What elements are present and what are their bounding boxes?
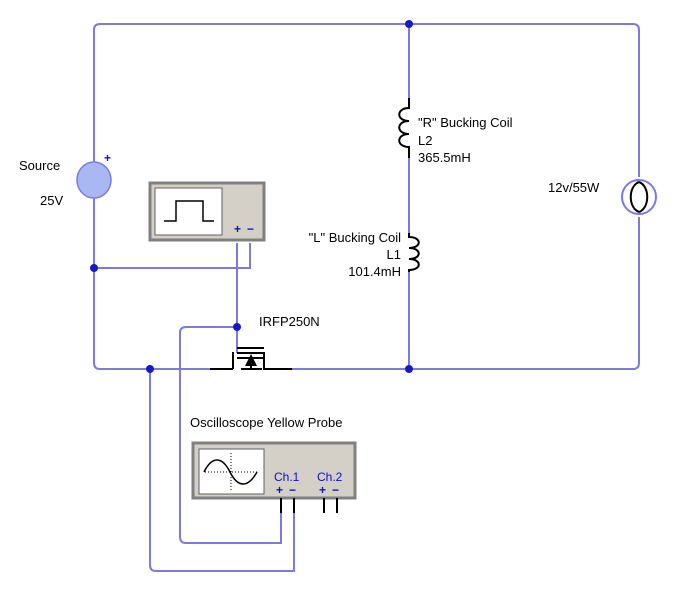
- coil-l-value: 101.4mH: [348, 264, 401, 279]
- mosfet-icon: [210, 347, 292, 370]
- lamp-label: 12v/55W: [548, 180, 600, 195]
- lamp[interactable]: 12v/55W: [548, 179, 657, 215]
- junction-dot-icon: [405, 20, 413, 28]
- source-name: Source: [19, 158, 60, 173]
- wire-scope-probe-plus: [179, 326, 282, 544]
- mosfet[interactable]: IRFP250N: [210, 314, 320, 370]
- source-polarity: +: [104, 151, 111, 165]
- wire-top-rail: [100, 23, 640, 31]
- coil-r-ref: L2: [418, 133, 432, 148]
- dc-source[interactable]: + Source 25V: [19, 143, 112, 208]
- scope-ch1-plus: +: [276, 483, 283, 497]
- scope-ch1-minus: −: [289, 483, 296, 497]
- junction-dot-icon: [146, 365, 154, 373]
- scope-ch2-label: Ch.2: [317, 470, 343, 484]
- square-wave-icon: [164, 200, 214, 222]
- wire-fg-minus: [94, 243, 251, 269]
- coil-l-ref: L1: [387, 247, 401, 262]
- scope-ch2-plus: +: [319, 483, 326, 497]
- scope-ch2-minus: −: [332, 483, 339, 497]
- junctions: [90, 20, 413, 373]
- junction-dot-icon: [90, 264, 98, 272]
- fg-minus: −: [247, 222, 254, 236]
- wire-left-lower: [93, 200, 101, 370]
- lamp-filament: [629, 181, 649, 213]
- scope-ch1-label: Ch.1: [274, 470, 300, 484]
- coil-l-title: "L" Bucking Coil: [309, 230, 401, 245]
- wire-scope-probe-minus: [149, 369, 295, 572]
- function-generator[interactable]: + −: [148, 181, 266, 242]
- oscilloscope-title: Oscilloscope Yellow Probe: [190, 415, 342, 430]
- inductor-icon: [398, 98, 410, 158]
- scope-ch2-pins: [323, 498, 338, 513]
- coil-l[interactable]: "L" Bucking Coil L1 101.4mH: [309, 230, 420, 279]
- coil-r-value: 365.5mH: [418, 150, 471, 165]
- mosfet-label: IRFP250N: [259, 314, 320, 329]
- fg-plus: +: [234, 222, 241, 236]
- wires: [93, 23, 640, 572]
- junction-dot-icon: [233, 323, 241, 331]
- lamp-icon: [621, 179, 657, 215]
- oscilloscope[interactable]: Oscilloscope Yellow Probe Ch.1 Ch.2 + − …: [190, 415, 357, 513]
- source-value: 25V: [40, 193, 63, 208]
- dc-source-icon: [76, 161, 112, 199]
- inductor-icon: [408, 233, 420, 272]
- scope-ch1-pins: [280, 498, 295, 513]
- junction-dot-icon: [405, 365, 413, 373]
- coil-r-title: "R" Bucking Coil: [418, 115, 513, 130]
- wire-right-lower: [632, 217, 640, 370]
- coil-r[interactable]: "R" Bucking Coil L2 365.5mH: [398, 98, 513, 165]
